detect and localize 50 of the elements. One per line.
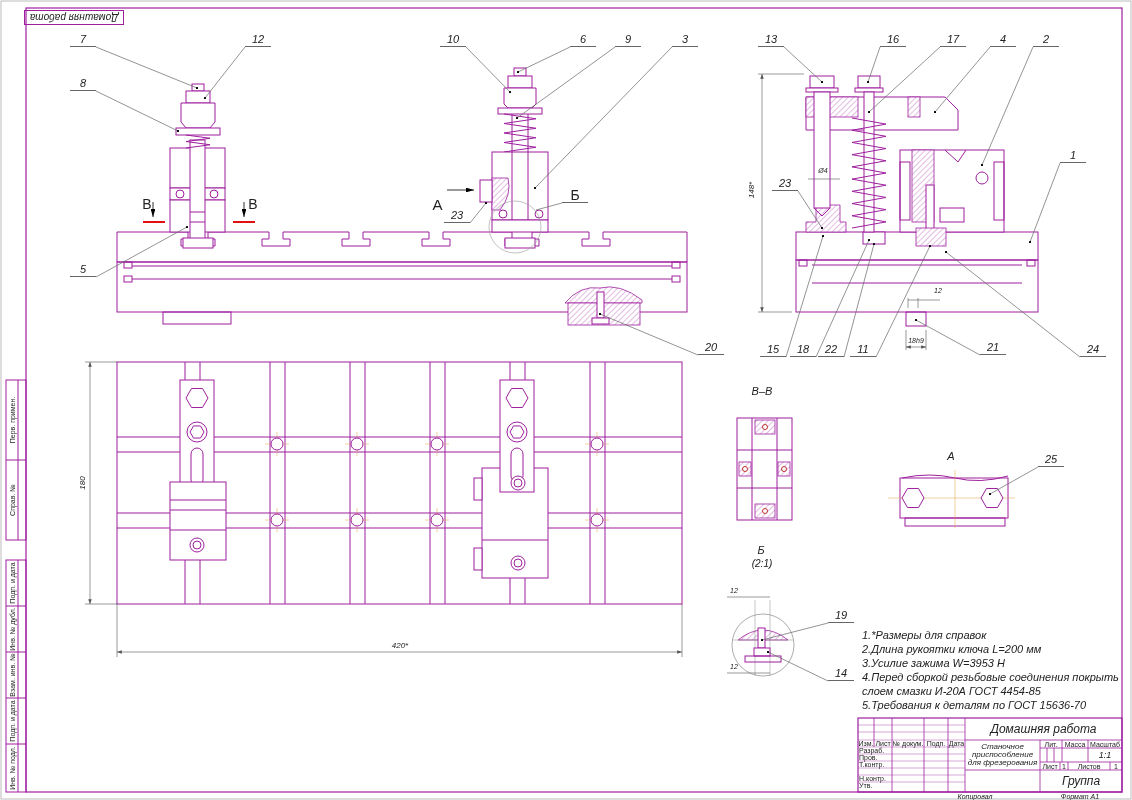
view-a-drawing xyxy=(887,469,1016,529)
callout-number: 11 xyxy=(850,342,876,357)
callout-number: 16 xyxy=(880,32,906,47)
callout-number: 24 xyxy=(1080,342,1106,357)
callout-number: 9 xyxy=(615,32,641,47)
view-title: В–В xyxy=(750,384,774,399)
callout-number: 13 xyxy=(758,32,784,47)
callout-number: 3 xyxy=(672,32,698,47)
section-letter: В xyxy=(141,196,153,212)
callout-number: 1 xyxy=(1060,148,1086,163)
title-block-text: Станочное приспособление для фрезерования xyxy=(966,741,1039,769)
callout-number: 6 xyxy=(570,32,596,47)
leader-line xyxy=(535,202,563,211)
dimension-text: 420* xyxy=(390,640,410,651)
callout-number: 18 xyxy=(790,342,816,357)
callout-number: 22 xyxy=(818,342,844,357)
callout-number: 7 xyxy=(70,32,96,47)
view-title: Б xyxy=(756,543,766,557)
title-block-text: 1:1 xyxy=(1097,749,1113,761)
fixture-side-view-drawing xyxy=(795,75,1039,327)
callout-number: 15 xyxy=(760,342,786,357)
title-block-text: Группа xyxy=(1060,773,1102,790)
callout-number: 10 xyxy=(440,32,466,47)
callout-number: 17 xyxy=(940,32,966,47)
callout-number: 20 xyxy=(698,340,724,355)
note-text: 3.Усилие зажима W=3953 Н xyxy=(862,656,1006,670)
title-block-text: Домашняя работа xyxy=(988,721,1098,738)
callout-number: 19 xyxy=(828,608,854,623)
fixture-front-view-drawing xyxy=(116,67,688,326)
note-text: 1.*Размеры для справок xyxy=(862,628,988,642)
note-text: 4.Перед сборкой резьбовые соединения покрыть слоем смазки И-20А ГОСТ 4454-85 xyxy=(862,670,1120,698)
stamp-label: Домашняя работа xyxy=(24,10,124,25)
dimension-text: 148* xyxy=(747,180,757,201)
callout-number: 21 xyxy=(980,340,1006,355)
callout-number: 25 xyxy=(1038,452,1064,467)
detail-drawing xyxy=(731,599,795,677)
callout-number: 23 xyxy=(772,176,798,191)
section-letter: В xyxy=(247,196,259,212)
note-text: 2.Длина рукоятки ключа L=200 мм xyxy=(862,642,1043,656)
scale-text: (2:1) xyxy=(750,557,774,571)
view-letter: А xyxy=(431,196,444,213)
callout-number: 2 xyxy=(1033,32,1059,47)
view-title: А xyxy=(946,449,956,464)
note-text: 5.Требования к деталям по ГОСТ 15636-70 xyxy=(862,698,1088,712)
callout-number: 14 xyxy=(828,666,854,681)
dimension-text: 180 xyxy=(78,475,88,492)
callout-number: 8 xyxy=(70,76,96,91)
callout-number: 4 xyxy=(990,32,1016,47)
callout-number: 5 xyxy=(70,262,96,277)
callout-number: 12 xyxy=(245,32,271,47)
